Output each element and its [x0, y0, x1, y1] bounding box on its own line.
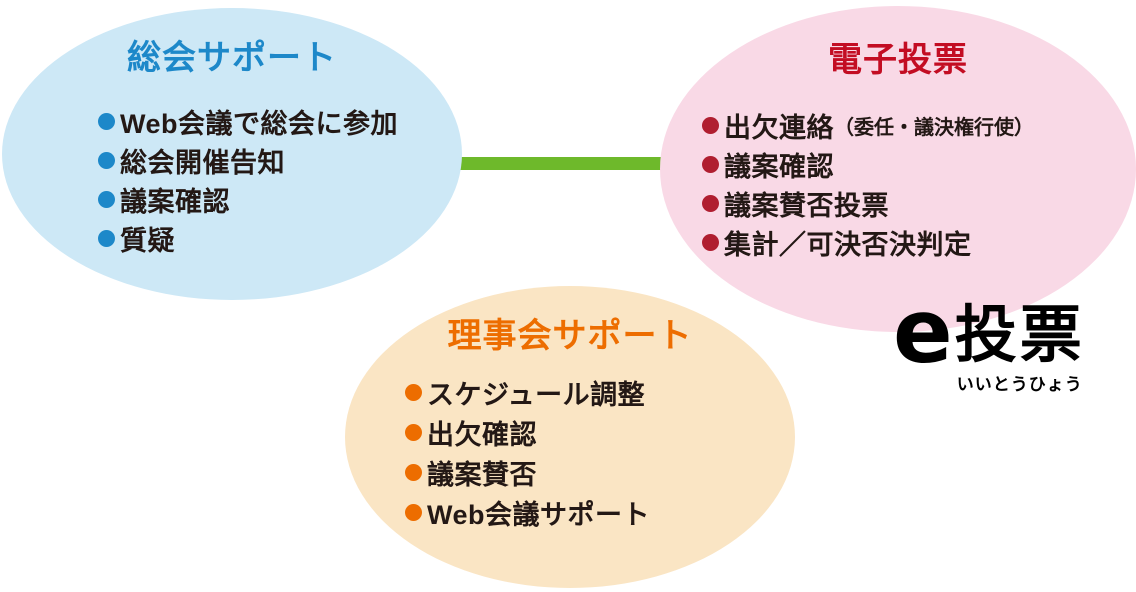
list-item-text: 総会開催告知	[120, 148, 285, 178]
connector-line	[440, 157, 690, 170]
group-denshi-touhyou: 電子投票 出欠連絡 （委任・議決権行使） 議案確認 議案賛否投票 集計／可決否決…	[660, 6, 1136, 332]
bullet-icon	[405, 423, 422, 441]
list-item-text: 質疑	[120, 226, 175, 256]
bullet-icon	[405, 383, 422, 401]
group-title-soukai: 総会サポート	[127, 39, 337, 77]
list-item: 議案確認	[98, 180, 398, 219]
group-title-denshi: 電子投票	[828, 41, 968, 79]
list-item-text: 出欠確認	[427, 419, 537, 450]
list-item-note: （委任・議決権行使）	[834, 117, 1034, 139]
bullet-icon	[702, 117, 719, 134]
bullet-icon	[405, 503, 422, 521]
list-item-text: 出欠連絡	[724, 113, 834, 143]
list-item: 質疑	[98, 219, 398, 258]
list-item: Web会議サポート	[405, 492, 650, 532]
logo-main: e 投票	[893, 280, 1085, 383]
list-item: 議案賛否投票	[702, 184, 1034, 223]
bullet-icon	[98, 113, 115, 130]
list-item-text: Web会議で総会に参加	[120, 109, 399, 139]
list-item: スケジュール調整	[405, 372, 650, 412]
list-item: 集計／可決否決判定	[702, 223, 1034, 262]
group-title-rijikai: 理事会サポート	[447, 317, 693, 355]
bullet-icon	[98, 191, 115, 208]
list-item-text: Web会議サポート	[427, 499, 651, 530]
list-item-text: スケジュール調整	[427, 379, 646, 410]
bullet-list-soukai: Web会議で総会に参加 総会開催告知 議案確認 質疑	[98, 102, 398, 258]
list-item: 議案賛否	[405, 452, 650, 492]
list-item-text: 議案賛否	[427, 459, 537, 490]
list-item: Web会議で総会に参加	[98, 102, 398, 141]
bullet-list-denshi: 出欠連絡 （委任・議決権行使） 議案確認 議案賛否投票 集計／可決否決判定	[702, 106, 1034, 262]
bullet-icon	[702, 156, 719, 173]
list-item: 総会開催告知	[98, 141, 398, 180]
logo-kanji: 投票	[954, 300, 1085, 370]
logo-subtext: いいとうひょう	[956, 374, 1083, 394]
bullet-icon	[98, 230, 115, 247]
bullet-icon	[702, 195, 719, 212]
list-item-text: 議案確認	[120, 187, 230, 217]
list-item: 出欠確認	[405, 412, 650, 452]
logo-e-glyph: e	[893, 280, 953, 383]
group-soukai-support: 総会サポート Web会議で総会に参加 総会開催告知 議案確認 質疑	[2, 8, 462, 300]
list-item-text: 議案賛否投票	[724, 191, 889, 221]
list-item: 出欠連絡 （委任・議決権行使）	[702, 106, 1034, 145]
bullet-list-rijikai: スケジュール調整 出欠確認 議案賛否 Web会議サポート	[405, 372, 650, 532]
group-rijikai-support: 理事会サポート スケジュール調整 出欠確認 議案賛否 Web会議サポート	[345, 286, 795, 588]
e-touhyou-logo: e 投票 いいとうひょう	[893, 280, 1085, 395]
list-item-text: 集計／可決否決判定	[724, 230, 972, 260]
list-item-text: 議案確認	[724, 152, 834, 182]
bullet-icon	[98, 152, 115, 169]
bullet-icon	[405, 463, 422, 481]
bullet-icon	[702, 234, 719, 251]
list-item: 議案確認	[702, 145, 1034, 184]
